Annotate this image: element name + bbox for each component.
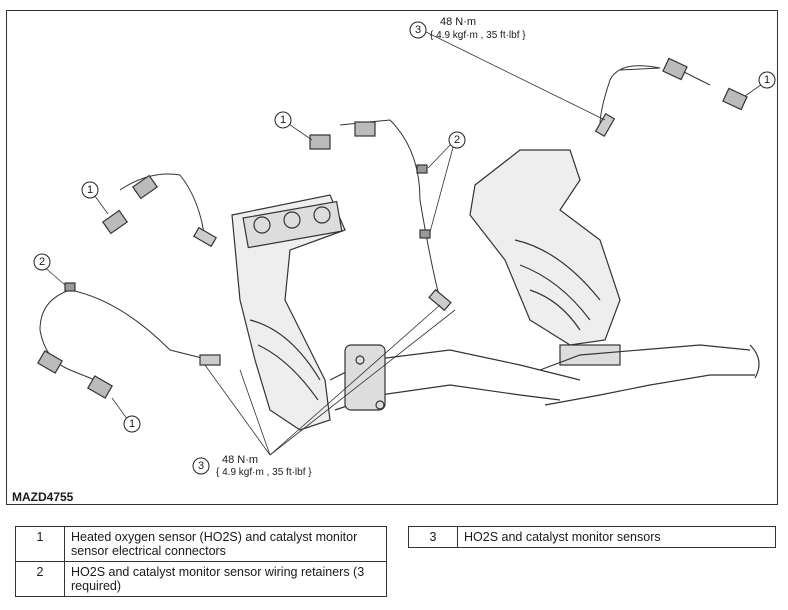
right-exhaust-pipe: [539, 344, 760, 406]
legend-table-left: 1 Heated oxygen sensor (HO2S) and cataly…: [15, 526, 387, 597]
callout-circle: [274, 111, 292, 129]
callout-1: 1: [280, 114, 287, 126]
callout-1: 1: [129, 418, 136, 430]
callout-circles: [33, 21, 776, 475]
callout-circle: [758, 71, 776, 89]
callout-circle: [81, 181, 99, 199]
callout-circle: [448, 131, 466, 149]
sensor-wires: [39, 65, 711, 381]
torque-top-line1: 48 N·m: [440, 16, 477, 28]
legend-row: 2 HO2S and catalyst monitor sensor wirin…: [15, 561, 387, 597]
leader-lines: [41, 29, 766, 456]
callout-3: 3: [198, 460, 205, 472]
legend-number: 3: [408, 526, 458, 548]
legend-row: 1 Heated oxygen sensor (HO2S) and cataly…: [15, 526, 387, 562]
callout-circle: [33, 253, 51, 271]
legend-number: 1: [15, 526, 65, 562]
torque-bottom-line1: 48 N·m: [222, 454, 259, 466]
callout-1: 1: [764, 74, 771, 86]
electrical-connectors: [37, 57, 748, 399]
callout-2: 2: [454, 134, 461, 146]
callout-3: 3: [415, 24, 422, 36]
legend-text: Heated oxygen sensor (HO2S) and catalyst…: [64, 526, 387, 562]
oxygen-sensors: [193, 113, 616, 366]
torque-bottom-line2: { 4.9 kgf·m , 35 ft·lbf }: [216, 467, 312, 478]
callout-1: 1: [87, 184, 94, 196]
diagram-code: MAZD4755: [12, 490, 74, 504]
left-catalytic-converter: [231, 194, 346, 431]
torque-top-line2: { 4.9 kgf·m , 35 ft·lbf }: [430, 30, 526, 41]
callout-circle: [123, 415, 141, 433]
wiring-retainers: [64, 164, 431, 292]
legend-number: 2: [15, 561, 65, 597]
legend-text: HO2S and catalyst monitor sensors: [457, 526, 776, 548]
callout-circle: [192, 457, 210, 475]
legend-text: HO2S and catalyst monitor sensor wiring …: [64, 561, 387, 597]
legend-table-right: 3 HO2S and catalyst monitor sensors: [408, 526, 776, 548]
legend-row: 3 HO2S and catalyst monitor sensors: [408, 526, 776, 548]
left-exhaust-pipe: [329, 344, 581, 411]
callout-2: 2: [39, 256, 46, 268]
callout-circle: [409, 21, 427, 39]
right-catalytic-converter: [469, 149, 621, 366]
